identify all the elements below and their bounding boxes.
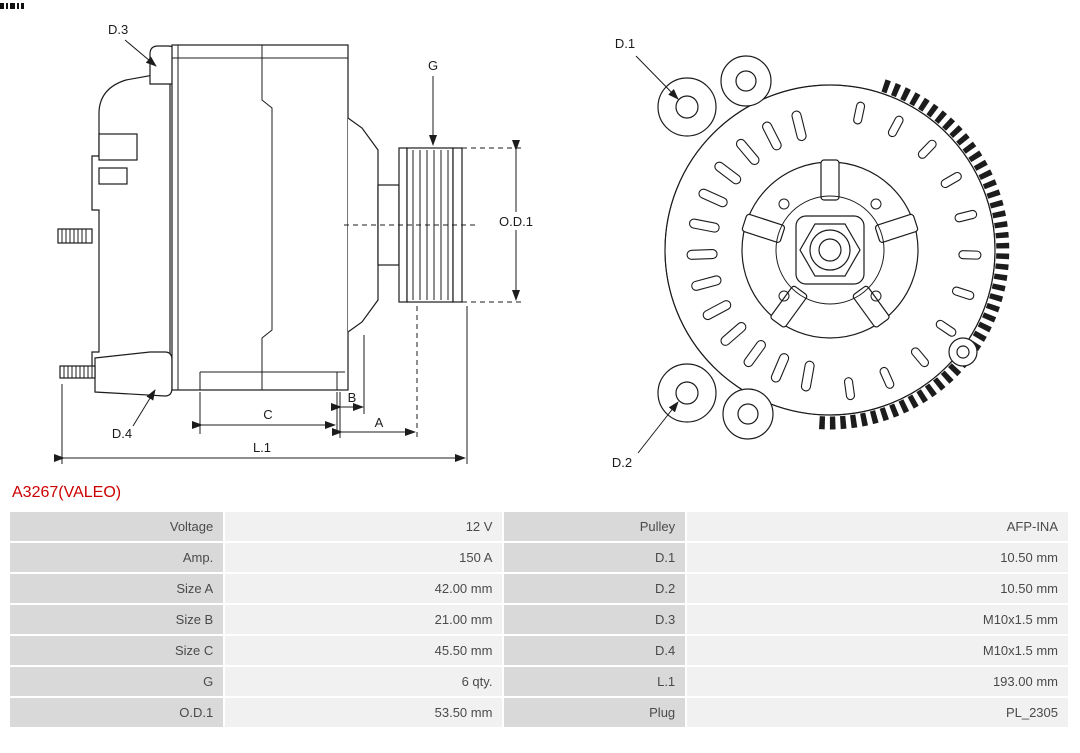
- table-row: Amp. 150 A D.1 10.50 mm: [10, 543, 1068, 572]
- spec-label: D.3: [504, 605, 686, 634]
- spec-value: AFP-INA: [687, 512, 1068, 541]
- spec-label: Size A: [10, 574, 224, 603]
- d2-leader: [637, 401, 679, 454]
- d1-leader: [635, 55, 679, 100]
- table-row: G 6 qty. L.1 193.00 mm: [10, 667, 1068, 696]
- side-boss: [948, 337, 978, 367]
- spec-label: G: [10, 667, 224, 696]
- spec-label: O.D.1: [10, 698, 224, 727]
- spec-label: Size B: [10, 605, 224, 634]
- specs-table: Voltage 12 V Pulley AFP-INA Amp. 150 A D…: [8, 510, 1070, 729]
- alternator-body: [171, 44, 349, 391]
- mounting-ear-d1: [657, 77, 717, 137]
- dim-label-b: B: [348, 390, 357, 405]
- dimension-lines: D.3 G O.D.1 D.4 C B A L.1: [54, 22, 545, 464]
- rear-housing: [91, 71, 171, 393]
- vent-slots-left: [686, 110, 815, 392]
- spec-value: 6 qty.: [225, 667, 503, 696]
- dim-label-d1: D.1: [615, 36, 635, 51]
- dim-label-a: A: [375, 415, 384, 430]
- spec-value: 193.00 mm: [687, 667, 1068, 696]
- d4-leader: [132, 389, 156, 427]
- front-view: D.1 D.2: [612, 36, 1010, 470]
- mounting-ear-d2: [657, 363, 717, 423]
- spec-label: Amp.: [10, 543, 224, 572]
- spec-label: Voltage: [10, 512, 224, 541]
- dim-label-g: G: [428, 58, 438, 73]
- dim-label-c: C: [263, 407, 272, 422]
- spec-value: 150 A: [225, 543, 503, 572]
- spec-label: Plug: [504, 698, 686, 727]
- fan-spokes: [741, 159, 919, 328]
- terminal-stud: [57, 228, 93, 244]
- dim-label-od1: O.D.1: [499, 214, 533, 229]
- d3-leader: [124, 39, 157, 67]
- spec-value: 10.50 mm: [687, 574, 1068, 603]
- spec-label: D.2: [504, 574, 686, 603]
- table-row: Size C 45.50 mm D.4 M10x1.5 mm: [10, 636, 1068, 665]
- dim-label-d3: D.3: [108, 22, 128, 37]
- spec-value: PL_2305: [687, 698, 1068, 727]
- vent-slots-right: [843, 101, 982, 401]
- regulator-detail: [98, 133, 138, 161]
- dim-label-d4: D.4: [112, 426, 132, 441]
- spec-value: 53.50 mm: [225, 698, 503, 727]
- mounting-lug: [94, 351, 173, 397]
- spec-label: Size C: [10, 636, 224, 665]
- spec-value: M10x1.5 mm: [687, 636, 1068, 665]
- shaft-end: [818, 238, 842, 262]
- terminal-stud-2: [59, 365, 96, 379]
- mounting-ear-bottom: [722, 388, 774, 440]
- product-code: A3267(VALEO): [12, 484, 122, 501]
- spec-value: M10x1.5 mm: [687, 605, 1068, 634]
- side-view: [57, 44, 478, 397]
- mounting-ear-top: [720, 55, 772, 107]
- spec-label: D.1: [504, 543, 686, 572]
- spec-value: 45.50 mm: [225, 636, 503, 665]
- dim-label-l1: L.1: [253, 440, 271, 455]
- corner-logo-fragment: [0, 0, 52, 18]
- spec-value: 21.00 mm: [225, 605, 503, 634]
- table-row: O.D.1 53.50 mm Plug PL_2305: [10, 698, 1068, 727]
- spec-label: D.4: [504, 636, 686, 665]
- mounting-hole-d1: [675, 95, 699, 119]
- stator-fins: [814, 79, 1010, 430]
- table-row: Size B 21.00 mm D.3 M10x1.5 mm: [10, 605, 1068, 634]
- spec-label: Pulley: [504, 512, 686, 541]
- table-row: Size A 42.00 mm D.2 10.50 mm: [10, 574, 1068, 603]
- table-row: Voltage 12 V Pulley AFP-INA: [10, 512, 1068, 541]
- mounting-hole-d2: [675, 381, 699, 405]
- spec-value: 10.50 mm: [687, 543, 1068, 572]
- spec-value: 42.00 mm: [225, 574, 503, 603]
- technical-drawing: D.3 G O.D.1 D.4 C B A L.1: [54, 22, 1010, 470]
- spec-value: 12 V: [225, 512, 503, 541]
- dim-label-d2: D.2: [612, 455, 632, 470]
- spec-label: L.1: [504, 667, 686, 696]
